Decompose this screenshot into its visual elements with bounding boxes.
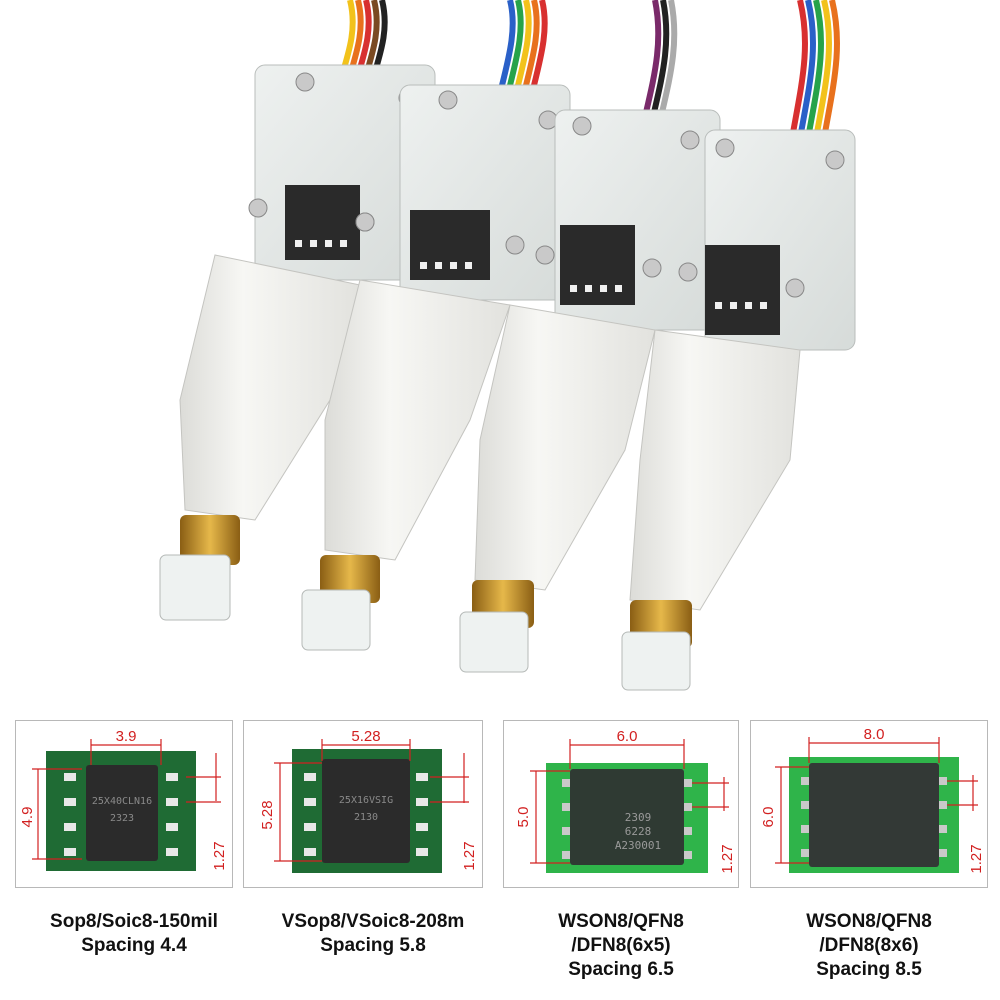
width-dimension: 3.9 <box>116 728 137 745</box>
screw <box>642 258 662 278</box>
dimension-lines <box>274 739 469 862</box>
screw <box>505 235 525 255</box>
screw <box>572 116 592 136</box>
height-dimension: 6.0 <box>760 807 777 828</box>
pin-header <box>410 210 490 280</box>
probe-2 <box>301 0 571 651</box>
chip-body <box>322 759 410 863</box>
chip-marking: 2309 <box>625 811 652 824</box>
screw <box>825 150 845 170</box>
screw <box>535 245 555 265</box>
screw <box>438 90 458 110</box>
white-housing <box>629 329 801 611</box>
dimension-lines <box>32 739 221 860</box>
package-panel-wson8-8x6: 8.0 6.0 1.27 <box>750 720 988 888</box>
package-panel-vsop8: 25X16VSIG 2130 5.28 5.28 1.27 <box>243 720 483 888</box>
solder-pads <box>64 773 178 856</box>
chip-marking: 6228 <box>625 825 652 838</box>
probe-4 <box>621 0 856 691</box>
screw <box>785 278 805 298</box>
caption-line: Spacing 8.5 <box>816 959 922 980</box>
package-diagrams: 25X40CLN16 2323 3.9 4.9 1.27 25X16VSIG 2… <box>0 720 1000 1000</box>
screw <box>355 212 375 232</box>
chip-body <box>86 765 158 861</box>
solder-pads <box>562 779 692 859</box>
pogo-pins <box>180 515 240 565</box>
screw <box>538 110 558 130</box>
caption-line: VSop8/VSoic8-208m <box>281 911 465 932</box>
chip-marking: A230001 <box>615 839 661 852</box>
caption-line: Spacing 6.5 <box>568 959 674 980</box>
package-caption-vsop8: VSop8/VSoic8-208m Spacing 5.8 <box>253 910 493 958</box>
pitch-dimension: 1.27 <box>968 844 985 873</box>
height-dimension: 5.0 <box>515 807 532 828</box>
width-dimension: 6.0 <box>617 728 638 745</box>
product-photo <box>159 0 856 691</box>
package-caption-sop8: Sop8/Soic8-150mil Spacing 4.4 <box>15 910 253 958</box>
dimension-lines <box>530 739 729 864</box>
package-caption-wson8-8x6: WSON8/QFN8 /DFN8(8x6) Spacing 8.5 <box>750 910 988 982</box>
screw <box>248 198 268 218</box>
screw <box>715 138 735 158</box>
probe-3 <box>459 0 721 673</box>
pin-header <box>705 245 780 335</box>
solder-pads <box>304 773 428 856</box>
pin-header <box>560 225 635 305</box>
chip-marking: 2323 <box>110 813 134 824</box>
height-dimension: 5.28 <box>259 800 276 829</box>
pin-header <box>285 185 360 260</box>
ribbon-cable <box>787 0 841 151</box>
width-dimension: 5.28 <box>351 728 380 745</box>
caption-line: Spacing 4.4 <box>81 935 187 956</box>
caption-line: /DFN8(6x5) <box>571 935 671 956</box>
chip-body <box>809 763 939 867</box>
pitch-dimension: 1.27 <box>719 844 736 873</box>
chip-body <box>570 769 684 865</box>
probe-tip <box>301 589 371 651</box>
screw <box>678 262 698 282</box>
chip-marking: 25X40CLN16 <box>92 796 152 807</box>
probe-tip <box>159 554 231 621</box>
pitch-dimension: 1.27 <box>211 841 228 870</box>
solder-pads <box>801 777 947 857</box>
probe-tip <box>621 631 691 691</box>
caption-line: WSON8/QFN8 <box>806 911 932 932</box>
caption-line: Sop8/Soic8-150mil <box>50 911 218 932</box>
chip-marking: 2130 <box>354 812 378 823</box>
caption-line: /DFN8(8x6) <box>819 935 919 956</box>
dimension-lines <box>775 737 978 864</box>
package-caption-wson8-6x5: WSON8/QFN8 /DFN8(6x5) Spacing 6.5 <box>503 910 739 982</box>
pitch-dimension: 1.27 <box>461 841 478 870</box>
probe-illustration <box>159 0 856 691</box>
probe-tip <box>459 611 529 673</box>
height-dimension: 4.9 <box>19 807 36 828</box>
screw <box>680 130 700 150</box>
width-dimension: 8.0 <box>864 726 885 743</box>
screw <box>295 72 315 92</box>
package-panel-wson8-6x5: 2309 6228 A230001 6.0 5.0 1.27 <box>503 720 739 888</box>
white-housing <box>474 304 656 591</box>
package-panel-sop8: 25X40CLN16 2323 3.9 4.9 1.27 <box>15 720 233 888</box>
caption-line: Spacing 5.8 <box>320 935 426 956</box>
chip-marking: 25X16VSIG <box>339 795 393 806</box>
caption-line: WSON8/QFN8 <box>558 911 684 932</box>
